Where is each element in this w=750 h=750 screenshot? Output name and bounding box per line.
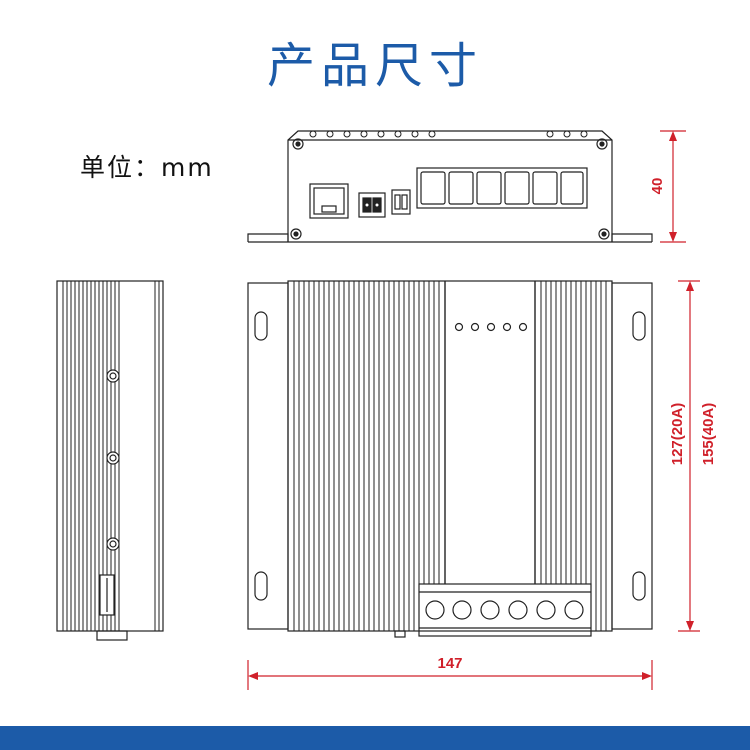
- footer-bar: [0, 726, 750, 750]
- dimension-height-label: 40: [649, 178, 666, 195]
- top-view: [247, 280, 653, 638]
- toggle-switch-icon: [391, 189, 411, 215]
- page-title: 产品尺寸: [266, 38, 483, 94]
- front-view: [247, 130, 653, 243]
- screw-icon: [290, 138, 610, 240]
- dimension-width-label: 147: [437, 655, 462, 672]
- screw-icon: [106, 369, 120, 551]
- terminal-screws-icon: [418, 583, 592, 637]
- side-view: [56, 280, 164, 641]
- led-indicator-icon: [454, 322, 528, 332]
- dimension-depth: [678, 280, 700, 632]
- dimension-depth-20a-label: 127(20A): [669, 403, 686, 466]
- rj45-port-icon: [309, 183, 349, 219]
- dip-switch-icon: [358, 192, 386, 218]
- terminal-block-icon: [416, 167, 588, 209]
- dimension-depth-40a-label: 155(40A): [700, 403, 717, 466]
- unit-label: 单位：mm: [80, 153, 214, 182]
- dimension-height: [660, 130, 686, 243]
- dimension-width: [247, 660, 653, 690]
